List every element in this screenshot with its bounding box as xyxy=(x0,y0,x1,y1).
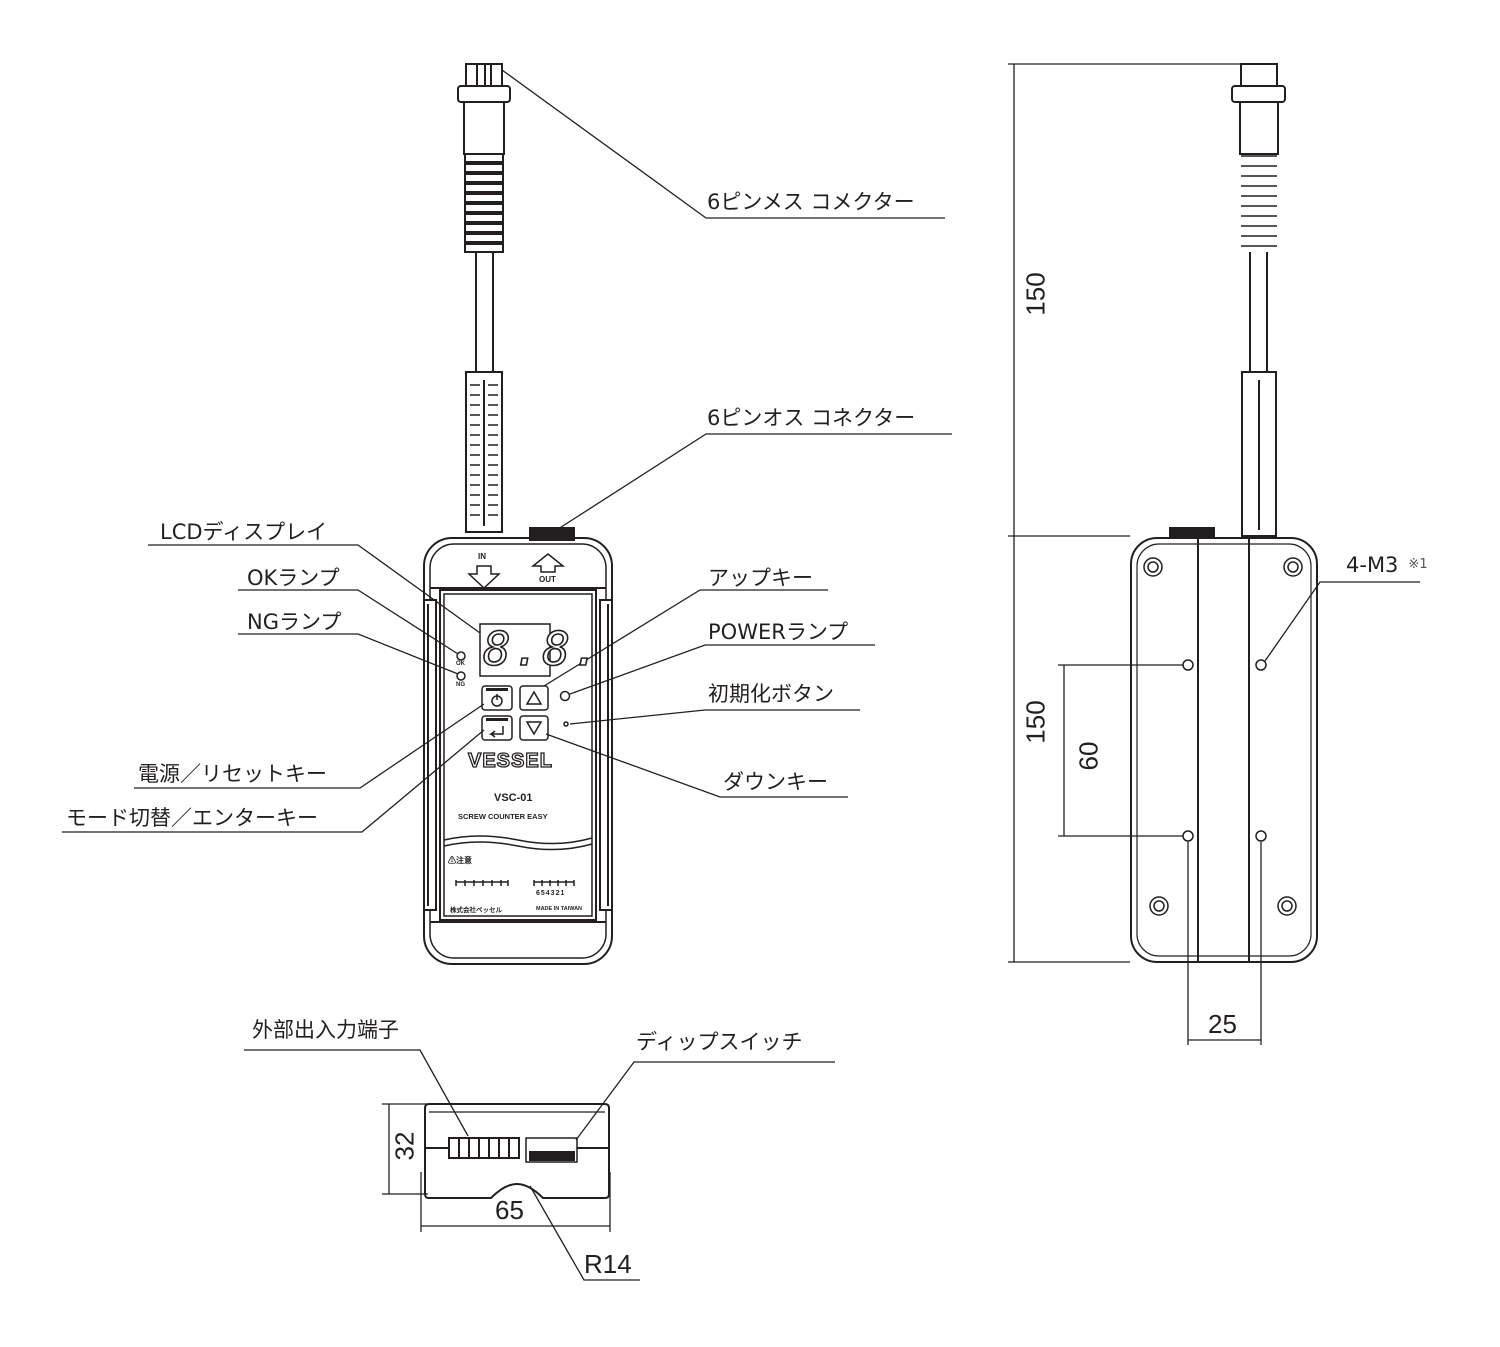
up-key xyxy=(519,685,549,711)
io-terminal-block xyxy=(448,1137,520,1159)
callout-female-connector: 6ピンメス コメクター xyxy=(707,190,915,214)
power-lamp-icon xyxy=(559,690,571,702)
dim-body-length: 150 xyxy=(1020,700,1051,744)
dim-cable-length: 150 xyxy=(1020,272,1051,316)
caution-mark: ⚠注意 xyxy=(448,856,472,865)
strain-relief xyxy=(465,371,503,533)
female-connector xyxy=(457,63,511,253)
callout-mode-enter-key: モード切替／エンターキー xyxy=(66,806,318,830)
callout-lcd-display: LCDディスプレイ xyxy=(160,520,328,544)
down-triangle-icon xyxy=(525,721,543,736)
power-reset-key xyxy=(481,685,513,711)
made-in: MADE IN TAIWAN xyxy=(536,906,583,912)
callout-power-lamp: POWERランプ xyxy=(708,620,849,644)
dip-switch-block xyxy=(525,1137,578,1163)
mount-holes-note: ※1 xyxy=(1408,557,1428,572)
side-view xyxy=(244,1049,835,1281)
callout-init-button: 初期化ボタン xyxy=(708,682,834,706)
callout-mount-holes: 4-M3 ※1 xyxy=(1346,553,1428,577)
ok-mark: OK xyxy=(456,661,465,667)
dip-numbers: 654321 xyxy=(536,890,566,897)
dim-hole-pitch-vertical: 60 xyxy=(1073,741,1104,771)
callout-dip-switch: ディップスイッチ xyxy=(636,1030,803,1054)
dim-hole-pitch-horizontal: 25 xyxy=(1208,1009,1237,1039)
in-label: IN xyxy=(478,552,486,561)
dim-height: 32 xyxy=(389,1131,420,1161)
up-triangle-icon xyxy=(525,690,543,705)
in-arrow-icon xyxy=(467,565,501,590)
ng-lamp-icon xyxy=(456,671,466,681)
connector-grip-rings xyxy=(464,153,504,253)
ng-mark: NG xyxy=(456,682,465,688)
mode-enter-key xyxy=(481,715,513,741)
ok-lamp-icon xyxy=(456,651,466,661)
callout-up-key: アップキー xyxy=(708,566,813,590)
mount-holes-label: 4-M3 xyxy=(1346,553,1399,577)
callout-ok-lamp: OKランプ xyxy=(247,566,340,590)
lcd-display-value: 8.8. xyxy=(482,621,602,677)
rear-view xyxy=(1008,63,1420,1045)
lcd-display-window xyxy=(479,623,551,677)
down-key xyxy=(519,715,549,741)
leader-lines-front xyxy=(62,69,952,833)
init-button-icon xyxy=(563,721,569,727)
callout-down-key: ダウンキー xyxy=(723,770,828,794)
callout-power-reset-key: 電源／リセットキー xyxy=(138,762,327,786)
dim-width: 65 xyxy=(495,1195,524,1225)
out-arrow-icon xyxy=(530,553,566,573)
device-body xyxy=(423,537,613,965)
mount-hole-icon xyxy=(1182,659,1267,842)
callout-ng-lamp: NGランプ xyxy=(247,610,342,634)
model-name: VSC-01 xyxy=(494,792,533,804)
front-view xyxy=(62,63,952,965)
maker-name: 株式会社ベッセル xyxy=(450,907,502,914)
callout-male-connector: 6ピンオス コネクター xyxy=(707,406,916,430)
out-label: OUT xyxy=(539,575,556,584)
brand-logo: VESSEL xyxy=(467,749,553,772)
callout-io-terminal: 外部出入力端子 xyxy=(252,1018,399,1042)
product-name: SCREW COUNTER EASY xyxy=(458,812,548,821)
dim-radius: R14 xyxy=(584,1249,632,1279)
screw-icon xyxy=(1143,557,1303,916)
